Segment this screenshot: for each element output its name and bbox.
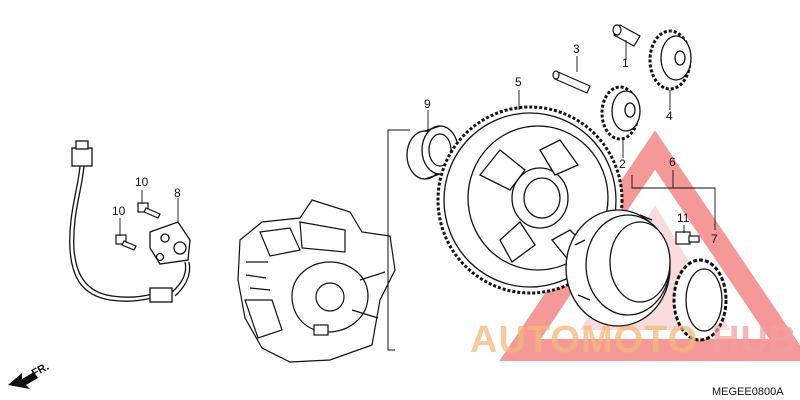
bolt-lower: [115, 234, 137, 251]
starter-clutch-outer: [565, 209, 671, 327]
callout-10-lower: 10: [112, 204, 126, 218]
callout-4: 4: [666, 109, 673, 123]
one-way-clutch: [672, 258, 728, 342]
watermark-text: AUTOMOTO HUB: [470, 319, 797, 361]
callout-2: 2: [619, 157, 626, 171]
callout-8: 8: [174, 186, 181, 200]
leader-lines: [119, 40, 716, 236]
callout-9: 9: [424, 97, 431, 111]
clutch-bolt: [675, 231, 700, 245]
front-direction-indicator: FR.: [8, 361, 51, 389]
callout-5: 5: [515, 75, 522, 89]
watermark-text-part1: AUTOMOTO: [470, 319, 698, 361]
group-bracket-line: [387, 129, 410, 351]
sensor-harness: [69, 140, 191, 303]
diagram-code: MEGEE0800A: [712, 386, 784, 398]
arrow-icon: [8, 372, 38, 389]
sensor-bracket: [149, 221, 191, 265]
callout-10-upper: 10: [135, 175, 149, 189]
callout-6: 6: [669, 155, 676, 169]
callout-7: 7: [711, 232, 718, 246]
watermark-text-part2: HUB: [712, 319, 797, 361]
callout-11: 11: [677, 211, 690, 225]
callout-1: 1: [622, 56, 629, 70]
reduction-gear: [600, 85, 641, 141]
idle-gear: [648, 29, 692, 91]
bolt-upper: [137, 202, 161, 219]
callout-3: 3: [573, 42, 580, 56]
shaft-1: [612, 24, 641, 47]
shaft-3: [552, 70, 591, 94]
engine-block: [237, 199, 396, 363]
front-direction-label: FR.: [30, 361, 51, 380]
